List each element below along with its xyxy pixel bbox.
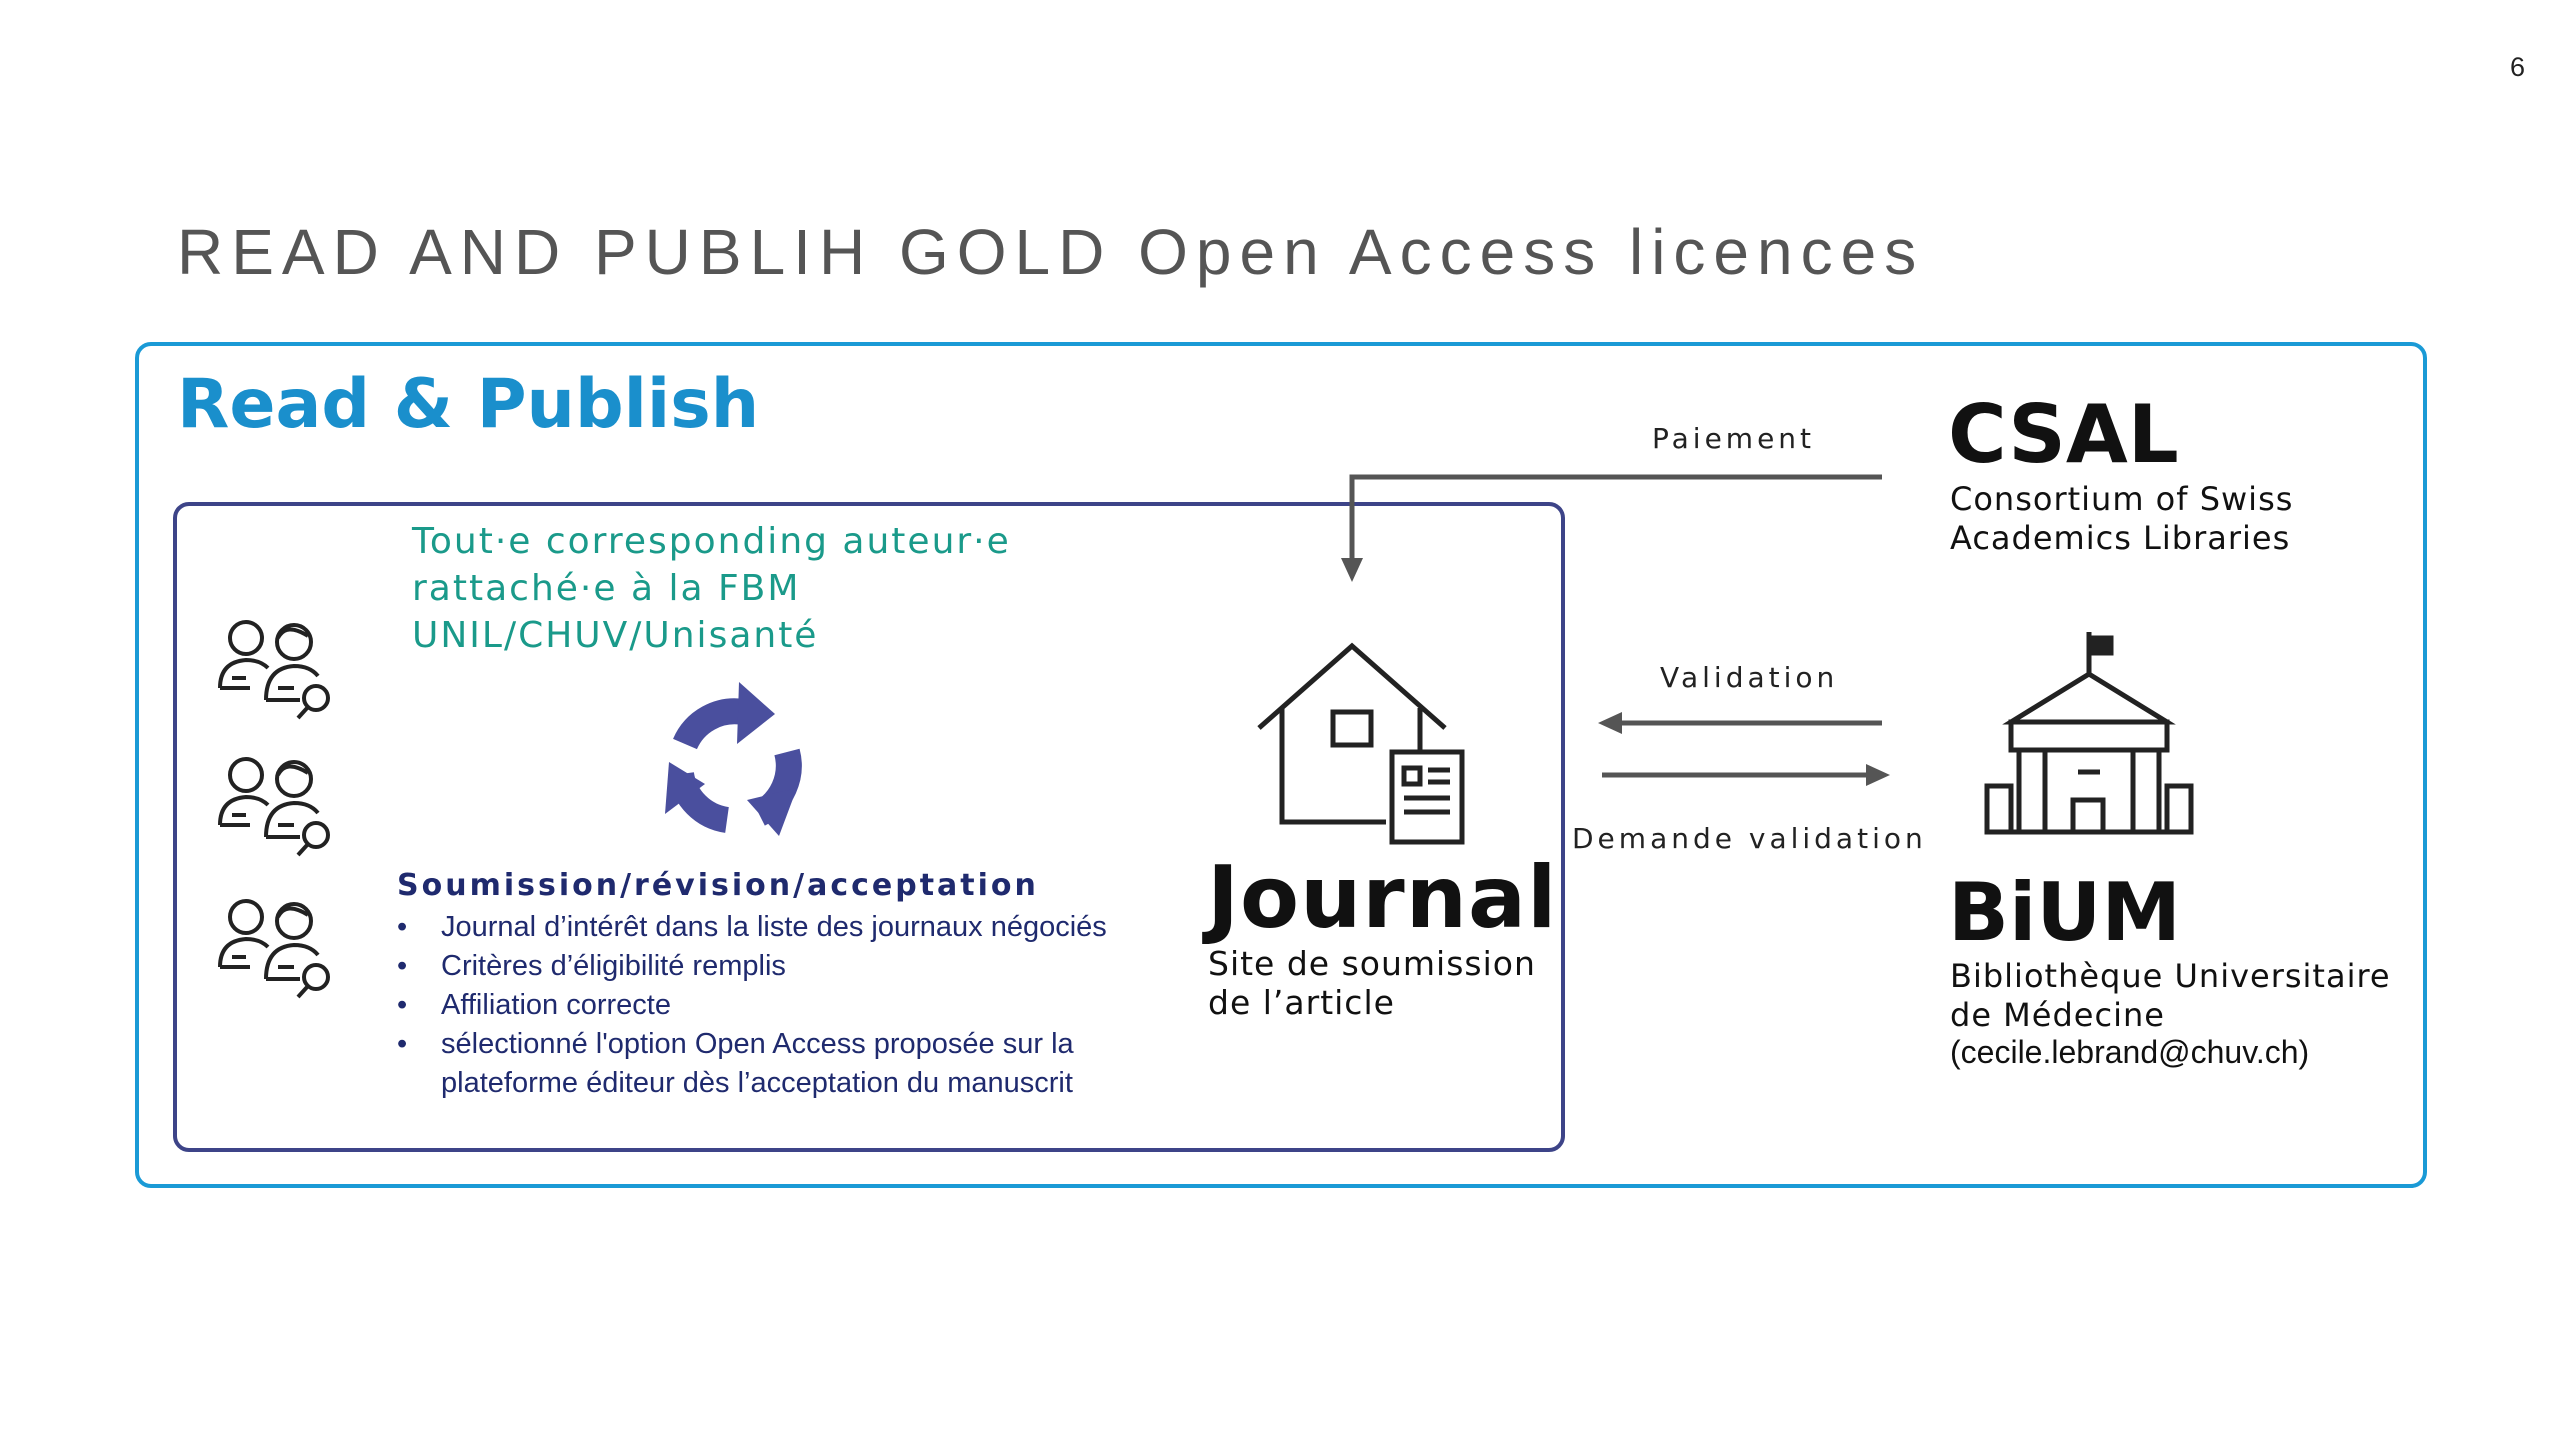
- journal-desc-line: Site de soumission: [1208, 944, 1536, 983]
- read-publish-title: Read & Publish: [177, 365, 760, 444]
- validation-label: Validation: [1660, 661, 1839, 694]
- paiement-label: Paiement: [1652, 422, 1816, 455]
- people-search-icon: [218, 620, 330, 720]
- paiement-arrow: [1341, 474, 1882, 582]
- bium-email: (cecile.lebrand@chuv.ch): [1950, 1034, 2310, 1070]
- library-building-icon: [1984, 632, 2194, 835]
- bium-desc-line: de Médecine: [1950, 996, 2165, 1034]
- csal-name: CSAL: [1948, 388, 2179, 481]
- process-heading: Soumission/révision/acceptation: [397, 868, 1039, 903]
- criteria-item: Journal d’intérêt dans la liste des jour…: [397, 908, 1157, 947]
- cycle-arrows-icon: [665, 682, 802, 836]
- criteria-list: Journal d’intérêt dans la liste des jour…: [397, 908, 1157, 1103]
- criteria-item: sélectionné l'option Open Access proposé…: [397, 1025, 1157, 1103]
- csal-desc-line: Consortium of Swiss: [1950, 480, 2294, 518]
- demande-validation-label: Demande validation: [1572, 822, 1927, 855]
- journal-name: Journal: [1207, 848, 1558, 948]
- eligibility-text: Tout·e corresponding auteur·e rattaché·e…: [412, 518, 1011, 659]
- eligibility-line: rattaché·e à la FBM: [412, 568, 801, 609]
- slide-title: READ AND PUBLIH GOLD Open Access licence…: [177, 216, 1925, 288]
- house-document-icon: [1257, 642, 1465, 845]
- read-publish-panel: [135, 342, 2427, 1188]
- criteria-item: Critères d’éligibilité remplis: [397, 947, 1157, 986]
- people-search-icon: [218, 899, 330, 999]
- author-process-panel: [173, 502, 1565, 1152]
- bium-description: Bibliothèque Universitaire de Médecine: [1950, 957, 2391, 1035]
- journal-description: Site de soumission de l’article: [1208, 944, 1536, 1022]
- bium-name: BiUM: [1948, 866, 2181, 959]
- demande-validation-arrow: [1602, 764, 1890, 786]
- csal-desc-line: Academics Libraries: [1950, 519, 2291, 557]
- eligibility-line: UNIL/CHUV/Unisanté: [412, 615, 819, 656]
- eligibility-line: Tout·e corresponding auteur·e: [412, 521, 1011, 562]
- page-number: 6: [2510, 52, 2526, 82]
- journal-desc-line: de l’article: [1208, 983, 1395, 1022]
- bium-desc-line: Bibliothèque Universitaire: [1950, 957, 2391, 995]
- csal-description: Consortium of Swiss Academics Libraries: [1950, 480, 2293, 558]
- validation-arrow: [1598, 712, 1882, 734]
- criteria-item: Affiliation correcte: [397, 986, 1157, 1025]
- people-search-icon: [218, 757, 330, 857]
